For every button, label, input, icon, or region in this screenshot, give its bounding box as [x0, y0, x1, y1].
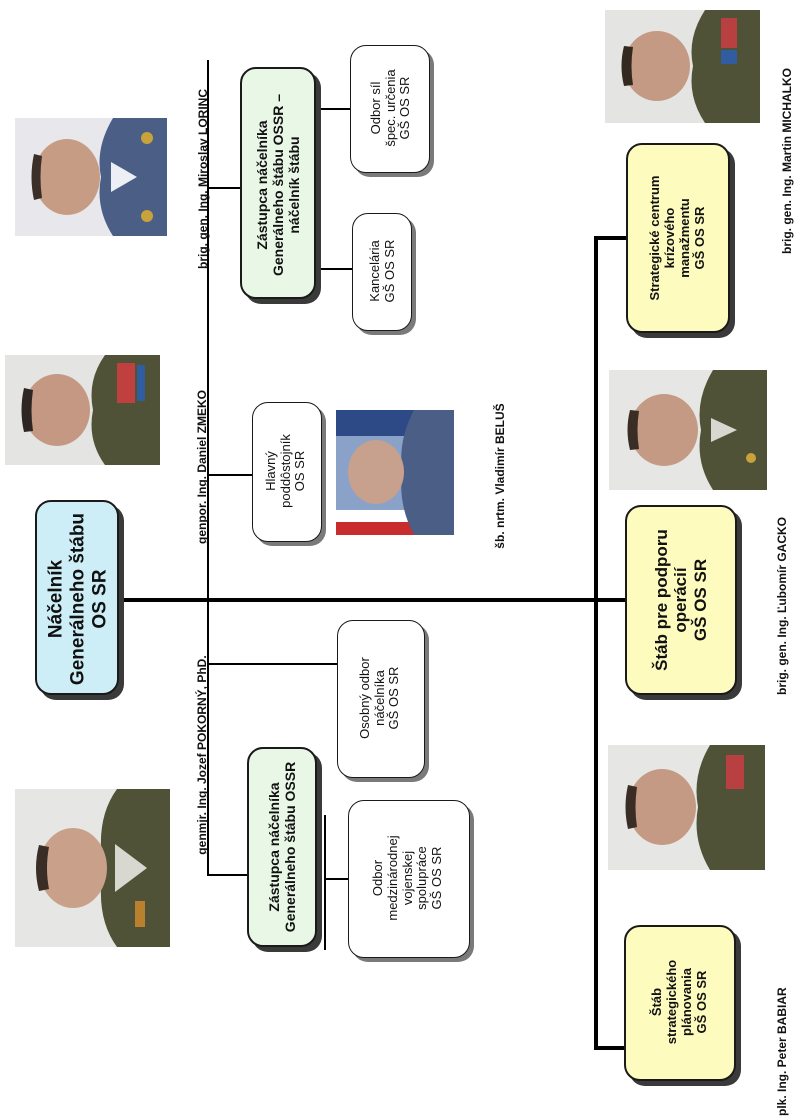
- nco-box[interactable]: Hlavný poddôstojník OS SR: [252, 402, 322, 542]
- staff-operations-line: operácií: [671, 567, 691, 633]
- staff-planning-box[interactable]: Štáb strategického plánovania GŠ OS SR: [624, 925, 736, 1081]
- special-forces-office-label: Odbor síl špec. určenia GŠ OS SR: [353, 44, 429, 172]
- deputy-1-title: Zástupca náčelníka Generálneho štábu OSS…: [249, 747, 315, 947]
- connector-right-spine: [594, 236, 598, 1048]
- international-cooperation-line: spolupráce: [414, 846, 430, 910]
- deputy-2-title-line: Zástupca náčelníka: [253, 120, 270, 250]
- connector-chancellery: [316, 268, 352, 270]
- deputy-2-title: Zástupca náčelníka Generálneho štábu OSS…: [242, 69, 314, 301]
- deputy-1-title-line: Zástupca náčelníka: [265, 782, 282, 912]
- chief-title-line: OS SR: [89, 569, 111, 629]
- staff-planning-line: GŠ OS SR: [693, 970, 709, 1034]
- deputy-1-title-line: Generálneho štábu OSSR: [282, 761, 298, 933]
- deputy-2-box[interactable]: Zástupca náčelníka Generálneho štábu OSS…: [240, 67, 316, 299]
- connector-personal: [207, 663, 337, 665]
- special-forces-office-line: GŠ OS SR: [397, 76, 413, 140]
- connector-main-trunk: [120, 598, 625, 602]
- connector-special-forces: [316, 108, 350, 110]
- international-cooperation-line: vojenskej: [399, 850, 415, 906]
- staff-operations-box[interactable]: Štáb pre podporu operácií GŠ OS SR: [625, 505, 737, 695]
- chancellery-box[interactable]: Kancelária GŠ OS SR: [352, 213, 412, 331]
- deputy-2-title-line: Generálneho štábu OSSR –: [269, 93, 286, 277]
- deputy-2-title-line: náčelník štábu: [286, 136, 303, 234]
- special-forces-office-box[interactable]: Odbor síl špec. určenia GŠ OS SR: [350, 45, 430, 173]
- crisis-centre-line: manažmentu: [677, 198, 692, 278]
- staff-operations-label: Štáb pre podporu operácií GŠ OS SR: [628, 505, 734, 695]
- chancellery-label: Kancelária GŠ OS SR: [355, 212, 411, 330]
- international-cooperation-line: Odbor: [369, 859, 385, 897]
- connector-crisis-centre: [594, 236, 626, 240]
- connector-left-spine: [207, 60, 209, 875]
- connector-deputy-2-spine: [316, 100, 318, 270]
- portrait-photo-belus: [336, 410, 454, 535]
- international-cooperation-label: Odbor medzinárodnej vojenskej spolupráce…: [349, 799, 467, 957]
- connector-planning: [594, 1046, 624, 1050]
- international-cooperation-box[interactable]: Odbor medzinárodnej vojenskej spolupráce…: [348, 800, 470, 958]
- international-cooperation-line: medzinárodnej: [384, 835, 400, 921]
- portrait-photo-pokorny: [15, 789, 170, 947]
- crisis-centre-box[interactable]: Strategické centrum krízového manažmentu…: [626, 143, 730, 333]
- chief-title-line: Náčelník: [45, 559, 67, 639]
- personal-office-line: Osobný odbor: [356, 657, 372, 739]
- staff-planning-label: Štáb strategického plánovania GŠ OS SR: [627, 924, 733, 1080]
- special-forces-office-line: Odbor síl: [367, 81, 383, 135]
- portrait-photo-gacko: [609, 370, 767, 490]
- chief-name: genpor. Ing. Daniel ZMEKO: [195, 390, 209, 545]
- crisis-centre-line: Strategické centrum: [647, 175, 663, 301]
- deputy-1-box[interactable]: Zástupca náčelníka Generálneho štábu OSS…: [247, 747, 317, 947]
- connector-deputy-1-spine: [324, 815, 326, 950]
- deputy-2-name: brig. gen. Ing. Miroslav LORINC: [196, 89, 210, 270]
- staff-planning-line: strategického: [664, 959, 680, 1045]
- staff-operations-line: GŠ OS SR: [690, 558, 710, 642]
- nco-label: Hlavný poddôstojník OS SR: [255, 401, 317, 541]
- staff-planning-line: plánovania: [679, 968, 694, 1036]
- personal-office-box[interactable]: Osobný odbor náčelníka GŠ OS SR: [337, 620, 425, 778]
- crisis-centre-line: GŠ OS SR: [691, 206, 707, 270]
- crisis-centre-label: Strategické centrum krízového manažmentu…: [630, 143, 726, 333]
- connector-international: [324, 878, 348, 880]
- special-forces-office-line: špec. určenia: [382, 69, 398, 147]
- chief-title-line: Generálneho štábu: [67, 512, 89, 686]
- connector-deputy-1: [207, 874, 247, 876]
- personal-office-label: Osobný odbor náčelníka GŠ OS SR: [338, 619, 422, 777]
- portrait-photo-michalko: [605, 10, 760, 123]
- nco-line: Hlavný: [262, 451, 278, 491]
- international-cooperation-line: GŠ OS SR: [429, 846, 445, 910]
- nco-name: šb. nrtm. Vladimír BELUŠ: [493, 403, 507, 549]
- staff-planning-line: Štáb: [649, 987, 665, 1017]
- personal-office-line: náčelníka: [371, 670, 387, 726]
- chief-box[interactable]: Náčelník Generálneho štábu OS SR: [35, 500, 119, 695]
- portrait-photo-zmeko: [5, 355, 160, 465]
- chief-title: Náčelník Generálneho štábu OS SR: [34, 502, 124, 697]
- portrait-photo-lorinc: [15, 118, 167, 236]
- crisis-centre-line: krízového: [662, 207, 678, 269]
- chancellery-line: GŠ OS SR: [382, 239, 397, 303]
- nco-line: poddôstojník: [277, 434, 293, 508]
- nco-line: OS SR: [292, 450, 308, 492]
- connector-nco: [207, 474, 252, 476]
- staff-planning-name: plk. Ing. Peter BABIAR: [775, 987, 789, 1116]
- deputy-1-name: genmjr. Ing. Jozef POKORNÝ, PhD.: [195, 655, 209, 855]
- chancellery-line: Kancelária: [367, 240, 383, 302]
- crisis-centre-name: brig. gen. Ing. Martin MICHALKO: [780, 68, 794, 254]
- connector-deputy-2: [207, 187, 240, 189]
- personal-office-line: GŠ OS SR: [386, 666, 402, 730]
- staff-operations-line: Štáb pre podporu: [651, 529, 671, 671]
- staff-operations-name: brig. gen. Ing. Ľubomír GACKO: [775, 517, 789, 695]
- portrait-photo-babiar: [608, 745, 765, 870]
